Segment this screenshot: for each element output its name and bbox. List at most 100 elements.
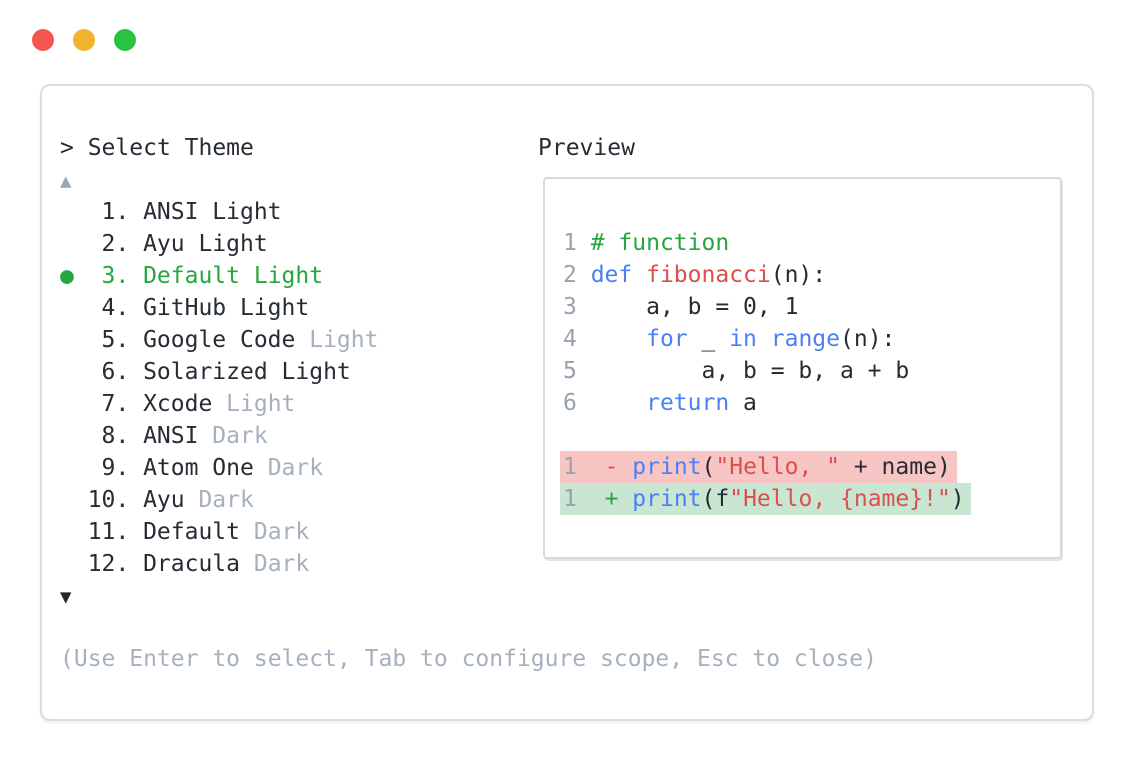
theme-variant-label: Dark xyxy=(240,551,310,577)
theme-name: Google Code xyxy=(143,327,296,353)
theme-name: Solarized Light xyxy=(143,359,351,385)
code-token: a xyxy=(729,390,757,416)
selected-item-bullet-icon: ● xyxy=(60,263,74,289)
theme-number: 2. xyxy=(101,231,130,257)
theme-list-item[interactable]: 9. Atom One Dark xyxy=(60,452,378,484)
code-token xyxy=(757,326,771,352)
theme-list-item[interactable]: 11. Default Dark xyxy=(60,516,378,548)
theme-list-item[interactable]: 10.Ayu Dark xyxy=(60,484,378,516)
theme-name: Ayu xyxy=(143,487,185,513)
theme-list-item[interactable]: 8. ANSI Dark xyxy=(60,420,378,452)
help-bar: (Use Enter to select, Tab to configure s… xyxy=(60,646,877,672)
theme-list-item[interactable]: 5.Google Code Light xyxy=(60,324,379,356)
code-token: + xyxy=(604,486,619,512)
theme-name: Default xyxy=(143,519,240,545)
theme-name: ANSI Light xyxy=(143,199,282,225)
code-token: range xyxy=(770,326,840,352)
code-token: (n): xyxy=(770,262,827,288)
line-number: 4 xyxy=(563,326,577,352)
diff-line-added: 1 + print(f"Hello, {name}!") xyxy=(560,483,1060,515)
scroll-up-icon: ▲ xyxy=(60,170,72,192)
code-token: fibonacci xyxy=(646,262,771,288)
theme-number: 1. xyxy=(101,199,130,225)
minimize-window-button[interactable] xyxy=(73,29,95,51)
line-number: 6 xyxy=(563,390,577,416)
code-line: 3 a, b = 0, 1 xyxy=(563,291,1060,323)
theme-number: 11. xyxy=(87,519,130,545)
zoom-window-button[interactable] xyxy=(114,29,136,51)
theme-variant-label: Dark xyxy=(198,423,268,449)
theme-list-item[interactable]: 4. GitHub Light xyxy=(60,292,378,324)
theme-name: Default Light xyxy=(143,263,324,289)
diff-highlight: 1 + print(f"Hello, {name}!") xyxy=(560,483,971,515)
code-token: "Hello, " xyxy=(715,454,841,480)
code-token: _ xyxy=(687,326,730,352)
code-token xyxy=(591,390,646,416)
code-token: (n): xyxy=(840,326,896,352)
preview-heading: Preview xyxy=(538,135,635,161)
theme-number: 6. xyxy=(101,359,130,385)
close-window-button[interactable] xyxy=(32,29,54,51)
code-token xyxy=(618,454,632,480)
theme-list-item[interactable]: 6. Solarized Light xyxy=(60,356,378,388)
theme-variant-label: Dark xyxy=(240,519,310,545)
code-token: - xyxy=(604,454,619,480)
code-token xyxy=(632,262,646,288)
code-token xyxy=(618,486,632,512)
theme-name: ANSI xyxy=(143,423,199,449)
select-theme-prompt: >Select Theme xyxy=(60,132,378,164)
theme-number: 5. xyxy=(101,327,130,353)
code-token: # function xyxy=(590,230,730,256)
theme-number: 4. xyxy=(101,295,130,321)
code-token xyxy=(591,486,605,512)
theme-list-item[interactable]: ●3.Default Light xyxy=(60,260,378,292)
code-blank-line xyxy=(563,419,1060,451)
code-line: 2 def fibonacci(n): xyxy=(563,259,1060,291)
line-number: 2 xyxy=(563,262,577,288)
theme-number: 9. xyxy=(101,455,130,481)
scroll-up-row: ▲ xyxy=(60,164,378,196)
theme-name: GitHub Light xyxy=(143,295,310,321)
code-token xyxy=(591,326,646,352)
theme-list-item[interactable]: 2. Ayu Light xyxy=(60,228,378,260)
code-token: for xyxy=(646,326,688,352)
diff-highlight: 1 - print("Hello, " + name) xyxy=(560,451,957,483)
theme-number: 8. xyxy=(101,423,130,449)
line-number: 5 xyxy=(563,358,577,384)
code-token: (f xyxy=(701,486,730,512)
theme-name: Atom One xyxy=(143,455,254,481)
code-line: 5 a, b = b, a + b xyxy=(563,355,1060,387)
line-number: 1 xyxy=(563,454,577,480)
code-token xyxy=(591,454,605,480)
theme-selector-column: >Select Theme ▲ 1. ANSI Light 2. Ayu Light ●… xyxy=(60,132,378,612)
code-token: "Hello, {name}!" xyxy=(729,486,951,512)
theme-list-item[interactable]: 7.Xcode Light xyxy=(60,388,378,420)
theme-variant-label: Dark xyxy=(253,455,324,481)
theme-name: Ayu Light xyxy=(143,231,268,257)
code-line: 1 # function xyxy=(563,227,1060,259)
code-token: + name) xyxy=(840,454,951,480)
theme-selector-window: >Select Theme ▲ 1. ANSI Light 2. Ayu Light ●… xyxy=(40,84,1094,721)
code-token: in xyxy=(729,326,757,352)
theme-name: Xcode xyxy=(143,391,213,417)
code-line: 4 for _ in range(n): xyxy=(563,323,1060,355)
code-token: def xyxy=(590,262,633,288)
code-token: print xyxy=(632,454,702,480)
theme-variant-label: Dark xyxy=(184,487,254,513)
code-token: a, b = b, a + b xyxy=(590,358,910,384)
theme-number: 7. xyxy=(101,391,130,417)
code-token: return xyxy=(646,390,730,416)
theme-list-item[interactable]: 1. ANSI Light xyxy=(60,196,378,228)
theme-number: 12. xyxy=(87,551,130,577)
line-number: 3 xyxy=(563,294,577,320)
diff-line-removed: 1 - print("Hello, " + name) xyxy=(560,451,1060,483)
line-number: 1 xyxy=(563,230,577,256)
code-token: print xyxy=(632,486,702,512)
prompt-symbol: > xyxy=(60,135,74,161)
scroll-down-icon: ▼ xyxy=(60,586,72,608)
theme-list-item[interactable]: 12.Dracula Dark xyxy=(60,548,378,580)
